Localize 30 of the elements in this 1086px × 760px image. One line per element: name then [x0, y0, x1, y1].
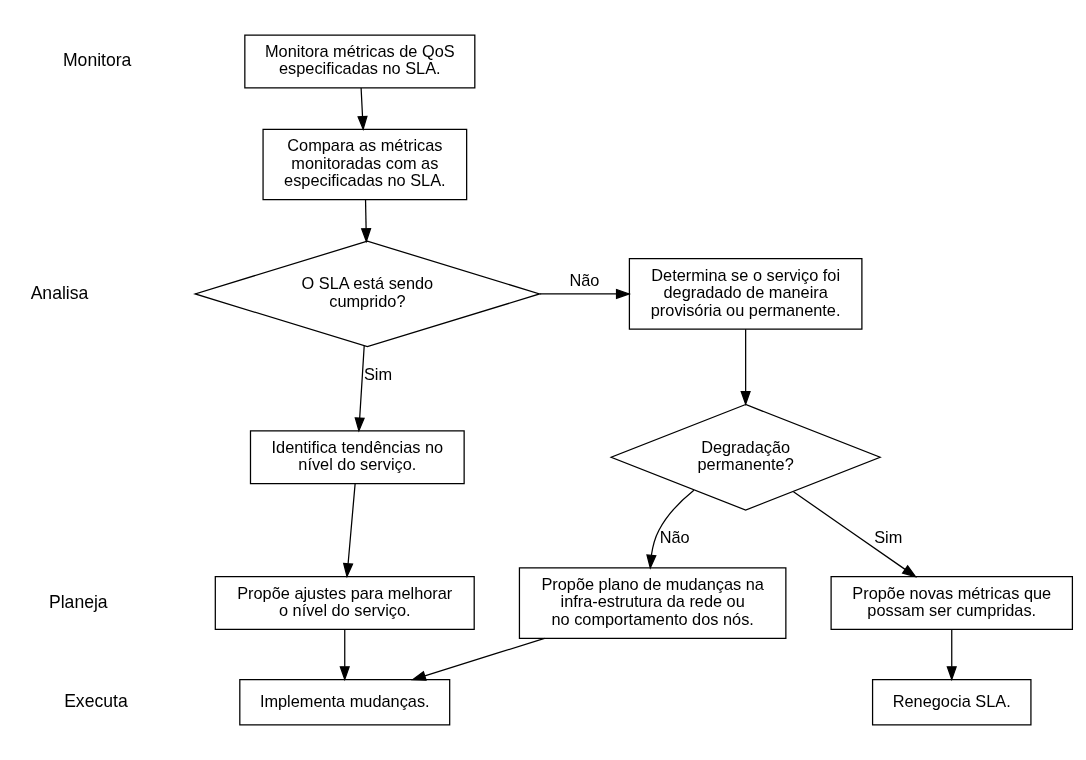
node-box: Renegocia SLA.	[871, 679, 1032, 726]
node-box: Identifica tendências no nível do serviço.	[249, 430, 465, 485]
arrow	[646, 489, 695, 570]
node-box: Propõe ajustes para melhorar o nível do serviço.	[214, 576, 475, 631]
arrow	[339, 629, 351, 682]
node-box: Monitora métricas de QoS especificadas no SLA.	[244, 34, 476, 89]
edge-label: Sim	[874, 528, 903, 547]
arrow	[410, 637, 546, 681]
node-box: Compara as métricas monitoradas com as especificadas no SLA.	[262, 128, 468, 201]
label: Analisa	[30, 282, 89, 303]
edge-label: Não	[569, 270, 600, 289]
arrow	[946, 629, 958, 682]
arrow	[342, 483, 356, 579]
arrow	[357, 87, 368, 132]
node-diamond: Degradação permanente?	[609, 403, 882, 511]
edge-label: Sim	[363, 364, 393, 383]
label: Monitora	[62, 50, 132, 71]
node-diamond: O SLA está sendo cumprido?	[193, 240, 542, 348]
label: Executa	[64, 691, 128, 711]
node-box: Propõe plano de mudanças na infra-estrutura da rede ou no comportamento dos nós.	[518, 567, 787, 639]
arrow	[740, 328, 751, 407]
arrow	[539, 288, 631, 300]
arrow	[354, 345, 365, 433]
arrow	[360, 199, 372, 244]
edge-label: Não	[659, 528, 690, 547]
label: Planeja	[49, 591, 108, 612]
node-box: Implementa mudanças.	[239, 679, 451, 726]
node-box: Determina se o serviço foi degradado de maneira provisória ou permanente.	[628, 258, 863, 330]
node-box: Propõe novas métricas que possam ser cumpridas.	[830, 576, 1074, 631]
arrow	[792, 491, 918, 578]
